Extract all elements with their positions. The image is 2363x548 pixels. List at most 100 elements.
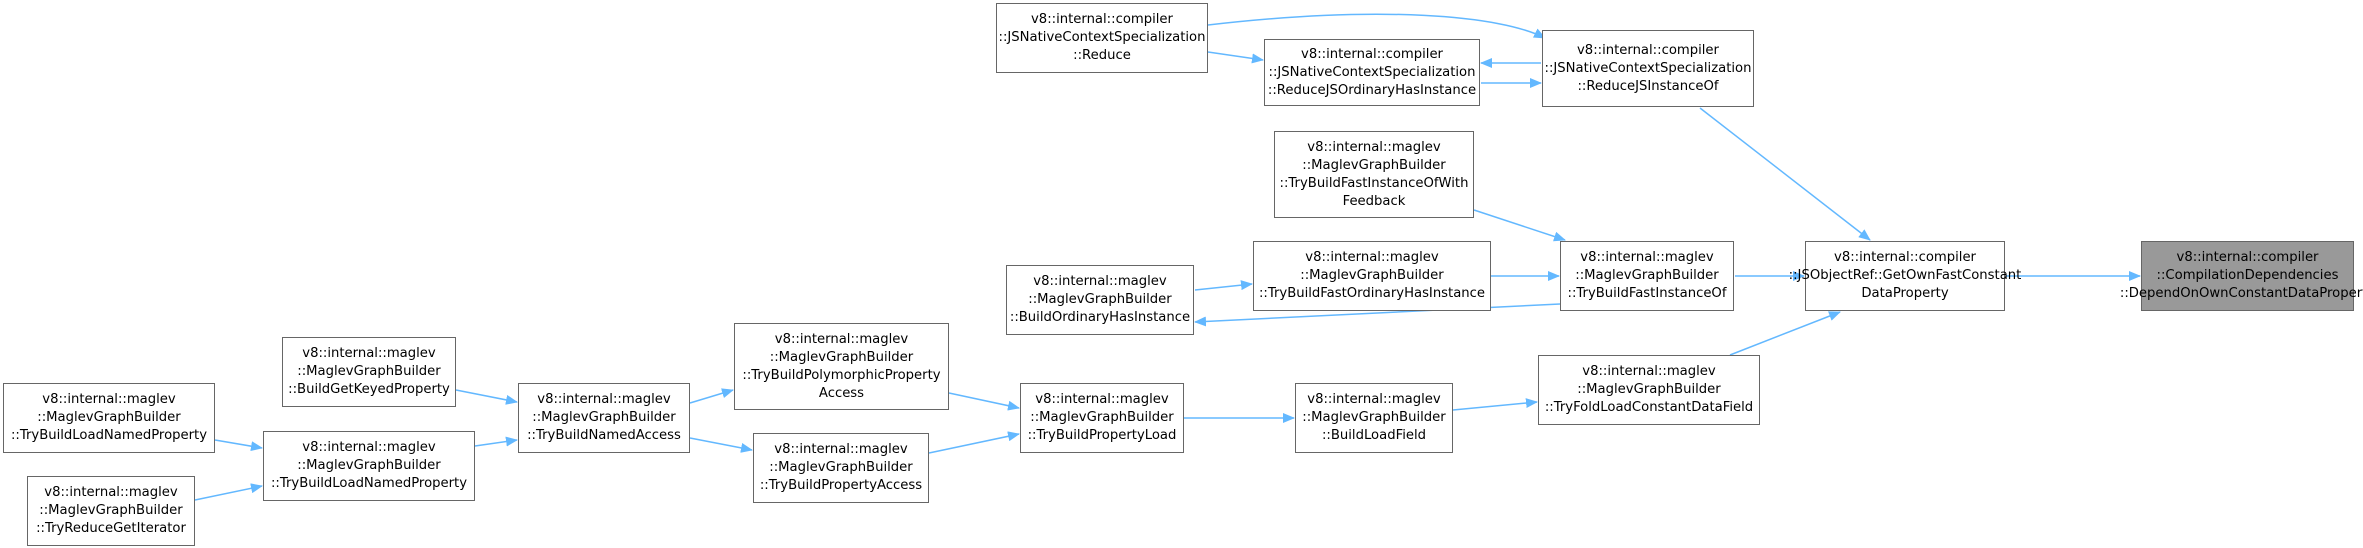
node-label-line: ::MaglevGraphBuilder <box>769 460 913 475</box>
node-label: v8::internal::maglev::MaglevGraphBuilder… <box>527 391 681 445</box>
node-label-line: ::BuildLoadField <box>1321 428 1427 443</box>
node-label-line: v8::internal::maglev <box>1305 250 1439 265</box>
node-label-line: v8::internal::maglev <box>44 485 178 500</box>
graph-node[interactable]: v8::internal::maglev::MaglevGraphBuilder… <box>1020 383 1184 453</box>
node-label-line: ::TryBuildFastOrdinaryHasInstance <box>1258 286 1486 301</box>
graph-node[interactable]: v8::internal::maglev::MaglevGraphBuilder… <box>27 476 195 546</box>
node-label-line: v8::internal::compiler <box>1577 42 1719 58</box>
node-label-line: v8::internal::maglev <box>774 331 909 347</box>
node-label-line: ::TryBuildLoadNamedProperty <box>10 428 208 443</box>
current-function-node: v8::internal::compiler::CompilationDepen… <box>2120 241 2363 311</box>
graph-node[interactable]: v8::internal::maglev::MaglevGraphBuilder… <box>1295 383 1453 453</box>
node-label-line: ::MaglevGraphBuilder <box>532 410 676 425</box>
node-label-line: v8::internal::maglev <box>1307 392 1441 407</box>
edge-arrow <box>1194 303 1561 327</box>
node-label-line: ::TryFoldLoadConstantDataField <box>1544 400 1754 415</box>
node-label: v8::internal::maglev::MaglevGraphBuilder… <box>36 484 186 538</box>
node-label: v8::internal::maglev::MaglevGraphBuilder… <box>1568 249 1727 303</box>
edge-arrow <box>928 431 1020 454</box>
node-label-line: v8::internal::maglev <box>774 442 908 457</box>
node-label-line: ::JSNativeContextSpecialization <box>998 30 1206 45</box>
graph-node[interactable]: v8::internal::maglev::MaglevGraphBuilder… <box>263 431 475 501</box>
graph-node[interactable]: v8::internal::maglev::MaglevGraphBuilder… <box>1006 265 1194 335</box>
edge-arrow <box>1729 311 1841 356</box>
graph-node[interactable]: v8::internal::compiler::JSNativeContextS… <box>1542 30 1754 107</box>
node-label: v8::internal::maglev::MaglevGraphBuilder… <box>1302 391 1445 445</box>
node-label-line: ::MaglevGraphBuilder <box>297 458 441 473</box>
node-label-line: ::MaglevGraphBuilder <box>1028 292 1172 307</box>
node-label-line: ::MaglevGraphBuilder <box>1577 382 1721 397</box>
node-label-line: ::TryBuildFastInstanceOfWith <box>1279 175 1469 191</box>
edge-arrow <box>689 437 753 453</box>
node-label-line: v8::internal::compiler <box>1834 250 1976 265</box>
graph-node[interactable]: v8::internal::compiler::JSObjectRef::Get… <box>1789 241 2021 311</box>
node-label: v8::internal::maglev::MaglevGraphBuilder… <box>271 439 467 493</box>
node-label: v8::internal::compiler::CompilationDepen… <box>2120 249 2363 303</box>
node-label-line: ::MaglevGraphBuilder <box>1302 157 1446 173</box>
node-label-line: ::JSObjectRef::GetOwnFastConstant <box>1788 268 2022 283</box>
node-label-line: v8::internal::maglev <box>537 392 671 407</box>
edge-arrow <box>1207 13 1546 39</box>
node-label-line: ::MaglevGraphBuilder <box>297 364 441 379</box>
node-label: v8::internal::maglev::MaglevGraphBuilder… <box>1280 139 1469 211</box>
graph-node[interactable]: v8::internal::compiler::JSNativeContextS… <box>996 3 1208 73</box>
node-label-line: v8::internal::compiler <box>2176 250 2319 265</box>
node-label: v8::internal::compiler::JSNativeContextS… <box>1268 46 1476 100</box>
node-label: v8::internal::maglev::MaglevGraphBuilder… <box>760 441 922 495</box>
node-label: v8::internal::compiler::JSNativeContextS… <box>1545 42 1752 96</box>
edge-arrow <box>214 439 263 452</box>
node-label-line: ::TryBuildPolymorphicProperty <box>742 367 941 383</box>
graph-node[interactable]: v8::internal::maglev::MaglevGraphBuilder… <box>1538 355 1760 425</box>
graph-node[interactable]: v8::internal::maglev::MaglevGraphBuilder… <box>1253 241 1491 311</box>
graph-node[interactable]: v8::internal::maglev::MaglevGraphBuilder… <box>282 337 456 407</box>
node-label-line: ::TryBuildLoadNamedProperty <box>270 476 468 491</box>
node-label-line: Feedback <box>1342 193 1406 209</box>
node-label-line: v8::internal::maglev <box>302 346 436 361</box>
node-label: v8::internal::maglev::MaglevGraphBuilder… <box>11 391 207 445</box>
graph-node[interactable]: v8::internal::maglev::MaglevGraphBuilder… <box>3 383 215 453</box>
node-label-line: v8::internal::maglev <box>1580 250 1714 265</box>
node-label-line: ::ReduceJSInstanceOf <box>1577 78 1719 94</box>
graph-node[interactable]: v8::internal::maglev::MaglevGraphBuilder… <box>734 323 949 410</box>
node-label-line: ::MaglevGraphBuilder <box>769 349 914 365</box>
edge-arrow <box>689 388 734 404</box>
node-label-line: ::MaglevGraphBuilder <box>39 503 183 518</box>
edge-arrow <box>948 392 1020 411</box>
edge-arrow <box>1699 107 1871 241</box>
node-label-line: ::JSNativeContextSpecialization <box>1268 64 1476 80</box>
node-label-line: ::ReduceJSOrdinaryHasInstance <box>1267 82 1477 98</box>
node-label-line: ::TryBuildFastInstanceOf <box>1567 286 1727 301</box>
node-label-line: ::CompilationDependencies <box>2156 268 2339 283</box>
graph-node[interactable]: v8::internal::maglev::MaglevGraphBuilder… <box>518 383 690 453</box>
node-label-line: ::TryBuildNamedAccess <box>527 428 681 443</box>
graph-node[interactable]: v8::internal::compiler::JSNativeContextS… <box>1264 39 1480 106</box>
node-label-line: ::MaglevGraphBuilder <box>37 410 181 425</box>
edge-arrow <box>194 483 263 501</box>
node-label-line: ::DependOnOwnConstantDataProperty <box>2119 286 2363 301</box>
edge-arrow <box>1473 209 1566 242</box>
graph-node[interactable]: v8::internal::maglev::MaglevGraphBuilder… <box>1560 241 1734 311</box>
edge-arrow <box>474 436 518 447</box>
node-label: v8::internal::compiler::JSObjectRef::Get… <box>1789 249 2022 303</box>
node-label: v8::internal::maglev::MaglevGraphBuilder… <box>1545 363 1753 417</box>
node-label-line: v8::internal::compiler <box>1031 12 1173 27</box>
node-label-line: ::BuildGetKeyedProperty <box>288 382 450 397</box>
edge-arrow <box>455 389 518 405</box>
node-label: v8::internal::maglev::MaglevGraphBuilder… <box>1259 249 1485 303</box>
node-label-line: ::MaglevGraphBuilder <box>1302 410 1446 425</box>
graph-node[interactable]: v8::internal::maglev::MaglevGraphBuilder… <box>1274 131 1474 218</box>
node-label-line: ::MaglevGraphBuilder <box>1575 268 1719 283</box>
node-label-line: ::BuildOrdinaryHasInstance <box>1009 310 1191 325</box>
graph-node[interactable]: v8::internal::maglev::MaglevGraphBuilder… <box>753 433 929 503</box>
node-label-line: ::MaglevGraphBuilder <box>1030 410 1174 425</box>
edge-arrow <box>1452 398 1538 411</box>
node-label: v8::internal::compiler::JSNativeContextS… <box>999 11 1206 65</box>
node-label: v8::internal::maglev::MaglevGraphBuilder… <box>288 345 450 399</box>
node-label-line: Access <box>818 385 865 401</box>
node-label-line: v8::internal::compiler <box>1301 46 1443 62</box>
node-label-line: v8::internal::maglev <box>302 440 436 455</box>
node-label-line: ::TryBuildPropertyLoad <box>1027 428 1177 443</box>
node-label-line: v8::internal::maglev <box>1033 274 1167 289</box>
node-label-line: ::MaglevGraphBuilder <box>1300 268 1444 283</box>
